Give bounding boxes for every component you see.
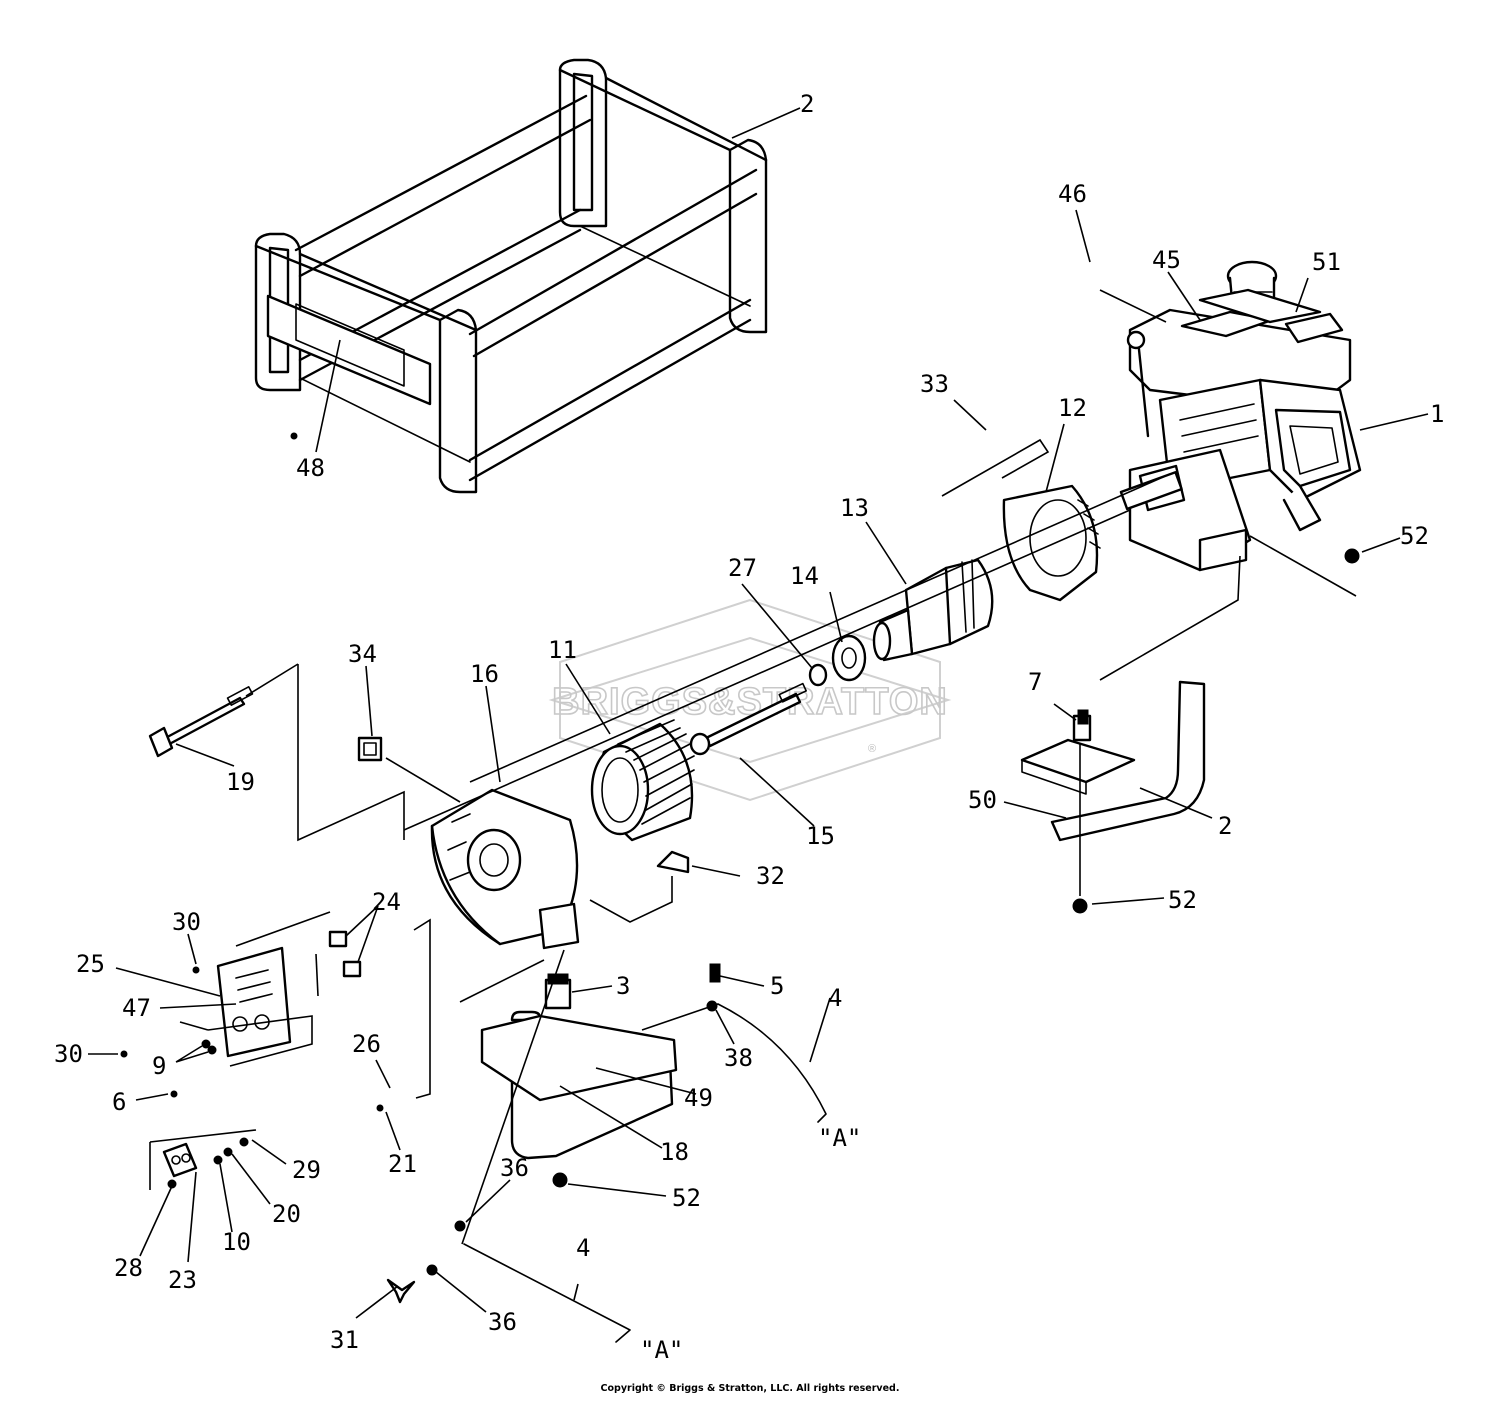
switch-lower bbox=[342, 960, 362, 978]
callout-4: 4 bbox=[828, 984, 842, 1012]
connection-ref-a: "A" bbox=[640, 1336, 683, 1364]
callout-48: 48 bbox=[296, 454, 325, 482]
copyright-notice: Copyright © Briggs & Stratton, LLC. All … bbox=[600, 1383, 900, 1394]
callout-7: 7 bbox=[1028, 668, 1042, 696]
callout-21: 21 bbox=[388, 1150, 417, 1178]
callout-30: 30 bbox=[172, 908, 201, 936]
callout-51: 51 bbox=[1312, 248, 1341, 276]
callout-27: 27 bbox=[728, 554, 757, 582]
callout-32: 32 bbox=[756, 862, 785, 890]
callout-10: 10 bbox=[222, 1228, 251, 1256]
frame-tube bbox=[254, 58, 768, 494]
callout-13: 13 bbox=[840, 494, 869, 522]
callout-52: 52 bbox=[1168, 886, 1197, 914]
callout-18: 18 bbox=[660, 1138, 689, 1166]
callout-leaders bbox=[88, 107, 1429, 1319]
callout-5: 5 bbox=[770, 972, 784, 1000]
callout-36: 36 bbox=[500, 1154, 529, 1182]
grommet bbox=[357, 736, 383, 762]
callout-49: 49 bbox=[684, 1084, 713, 1112]
callout-52: 52 bbox=[1400, 522, 1429, 550]
callout-15: 15 bbox=[806, 822, 835, 850]
callout-45: 45 bbox=[1152, 246, 1181, 274]
callout-14: 14 bbox=[790, 562, 819, 590]
callout-2: 2 bbox=[1218, 812, 1232, 840]
assembly-lines bbox=[149, 438, 1357, 1245]
callout-9: 9 bbox=[152, 1052, 166, 1080]
callout-20: 20 bbox=[272, 1200, 301, 1228]
mount-bracket bbox=[656, 850, 690, 874]
rear-bearing-carrier bbox=[430, 788, 580, 950]
callout-24: 24 bbox=[372, 888, 401, 916]
callout-3: 3 bbox=[616, 972, 630, 1000]
connection-ref-a: "A" bbox=[818, 1124, 861, 1152]
callout-19: 19 bbox=[226, 768, 255, 796]
callout-26: 26 bbox=[352, 1030, 381, 1058]
callout-4: 4 bbox=[576, 1234, 590, 1262]
adapter-housing bbox=[1002, 484, 1101, 602]
base-frame-left bbox=[480, 978, 678, 1160]
callout-33: 33 bbox=[920, 370, 949, 398]
control-panel bbox=[216, 946, 292, 1058]
callout-12: 12 bbox=[1058, 394, 1087, 422]
through-bolt bbox=[689, 682, 807, 756]
callout-11: 11 bbox=[548, 636, 577, 664]
callout-30: 30 bbox=[54, 1040, 83, 1068]
callout-29: 29 bbox=[292, 1156, 321, 1184]
stator bbox=[590, 719, 695, 842]
callout-28: 28 bbox=[114, 1254, 143, 1282]
bearing bbox=[831, 634, 867, 682]
callout-34: 34 bbox=[348, 640, 377, 668]
switch-upper bbox=[328, 930, 348, 948]
wing-nut bbox=[386, 1278, 416, 1304]
callout-50: 50 bbox=[968, 786, 997, 814]
callout-labels: 1 2 2 3 4 4 5 6 7 9 10 11 12 13 14 15 16… bbox=[54, 90, 1444, 1364]
engine-assembly bbox=[1119, 260, 1362, 572]
callout-1: 1 bbox=[1430, 400, 1444, 428]
callout-38: 38 bbox=[724, 1044, 753, 1072]
ground-wire-upper bbox=[717, 1003, 827, 1123]
long-bolt bbox=[148, 686, 254, 758]
ground-wire-lower bbox=[463, 1243, 631, 1343]
base-frame-right bbox=[1020, 680, 1206, 842]
callout-46: 46 bbox=[1058, 180, 1087, 208]
callout-2: 2 bbox=[800, 90, 814, 118]
watermark-registered-mark: ® bbox=[868, 743, 876, 755]
rotor bbox=[872, 558, 994, 662]
callout-16: 16 bbox=[470, 660, 499, 688]
callout-36: 36 bbox=[488, 1308, 517, 1336]
callout-6: 6 bbox=[112, 1088, 126, 1116]
callout-23: 23 bbox=[168, 1266, 197, 1294]
fasteners bbox=[120, 432, 1360, 1276]
callout-25: 25 bbox=[76, 950, 105, 978]
callout-47: 47 bbox=[122, 994, 151, 1022]
washer bbox=[808, 663, 828, 687]
callout-31: 31 bbox=[330, 1326, 359, 1354]
callout-52: 52 bbox=[672, 1184, 701, 1212]
